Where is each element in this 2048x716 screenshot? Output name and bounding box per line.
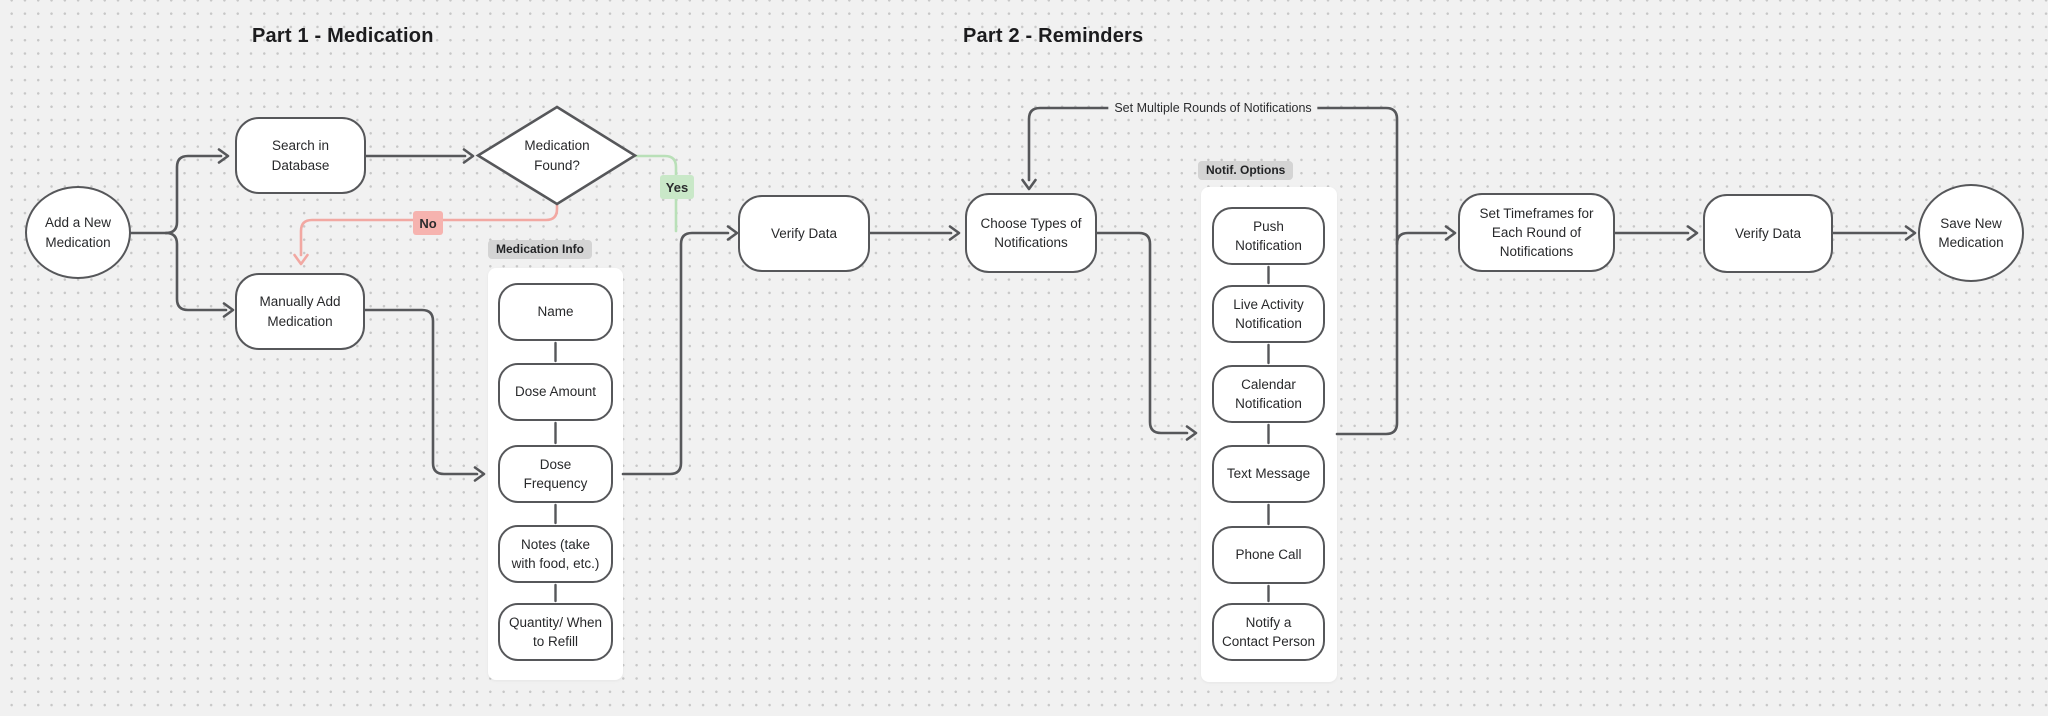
item-phone-call[interactable]: Phone Call (1212, 526, 1325, 584)
edge-choose-to-notif[interactable] (1095, 231, 1189, 435)
arrowhead-to-decision (462, 148, 475, 164)
edge-yes[interactable] (633, 154, 678, 233)
item-quantity-refill[interactable]: Quantity/ When to Refill (498, 603, 613, 661)
item-dose-frequency[interactable]: Dose Frequency (498, 445, 613, 503)
arrowhead-to-verify2 (1686, 225, 1699, 241)
node-save-new-medication[interactable]: Save New Medication (1918, 184, 2024, 282)
item-calendar-notification[interactable]: Calendar Notification (1212, 365, 1325, 423)
edge-label-yes[interactable]: Yes (660, 175, 694, 199)
item-text-message[interactable]: Text Message (1212, 445, 1325, 503)
node-verify-data-1[interactable]: Verify Data (738, 195, 870, 272)
frame-label-medication-info[interactable]: Medication Info (488, 240, 592, 260)
item-dose-amount[interactable]: Dose Amount (498, 363, 613, 421)
item-live-activity[interactable]: Live Activity Notification (1212, 285, 1325, 343)
decision-medication-found-shape[interactable] (475, 105, 638, 206)
section-title-part1[interactable]: Part 1 - Medication (252, 25, 434, 47)
edge-start-to-manual[interactable] (164, 231, 228, 312)
arrowhead-to-info (473, 466, 486, 482)
arrowhead-to-timeframes (1444, 225, 1457, 241)
node-manually-add[interactable]: Manually Add Medication (235, 273, 365, 350)
arrowhead-to-save (1904, 225, 1917, 241)
node-medication-found-label[interactable]: Medication Found? (524, 138, 590, 173)
node-search-database[interactable]: Search in Database (235, 117, 366, 194)
edge-label-multiple-rounds[interactable]: Set Multiple Rounds of Notifications (1108, 99, 1318, 117)
node-start[interactable]: Add a New Medication (25, 186, 131, 279)
edge-label-no[interactable]: No (413, 211, 443, 235)
arrowhead-to-manual (222, 302, 235, 318)
item-name[interactable]: Name (498, 283, 613, 341)
arrowhead-to-choose (948, 225, 961, 241)
edge-manual-to-info[interactable] (363, 308, 479, 476)
arrowhead-to-verify1 (726, 225, 739, 241)
item-push-notification[interactable]: Push Notification (1212, 207, 1325, 265)
edge-to-timeframes[interactable] (1395, 231, 1448, 246)
arrowhead-no (293, 253, 309, 266)
item-notes[interactable]: Notes (take with food, etc.) (498, 525, 613, 583)
section-title-part2[interactable]: Part 2 - Reminders (963, 25, 1144, 47)
edge-info-to-verify1[interactable] (621, 231, 730, 476)
edge-start-to-search[interactable] (164, 154, 223, 235)
frame-label-notif-options[interactable]: Notif. Options (1198, 161, 1294, 181)
arrowhead-to-search (217, 148, 230, 164)
node-set-timeframes[interactable]: Set Timeframes for Each Round of Notific… (1458, 193, 1615, 272)
arrowhead-to-notif (1185, 425, 1198, 441)
item-notify-contact[interactable]: Notify a Contact Person (1212, 603, 1325, 661)
edge-loop-multiple-rounds[interactable] (1027, 106, 1399, 436)
node-verify-data-2[interactable]: Verify Data (1703, 194, 1833, 273)
node-choose-types[interactable]: Choose Types of Notifications (965, 193, 1097, 273)
arrowhead-loop-to-choose (1021, 178, 1037, 191)
